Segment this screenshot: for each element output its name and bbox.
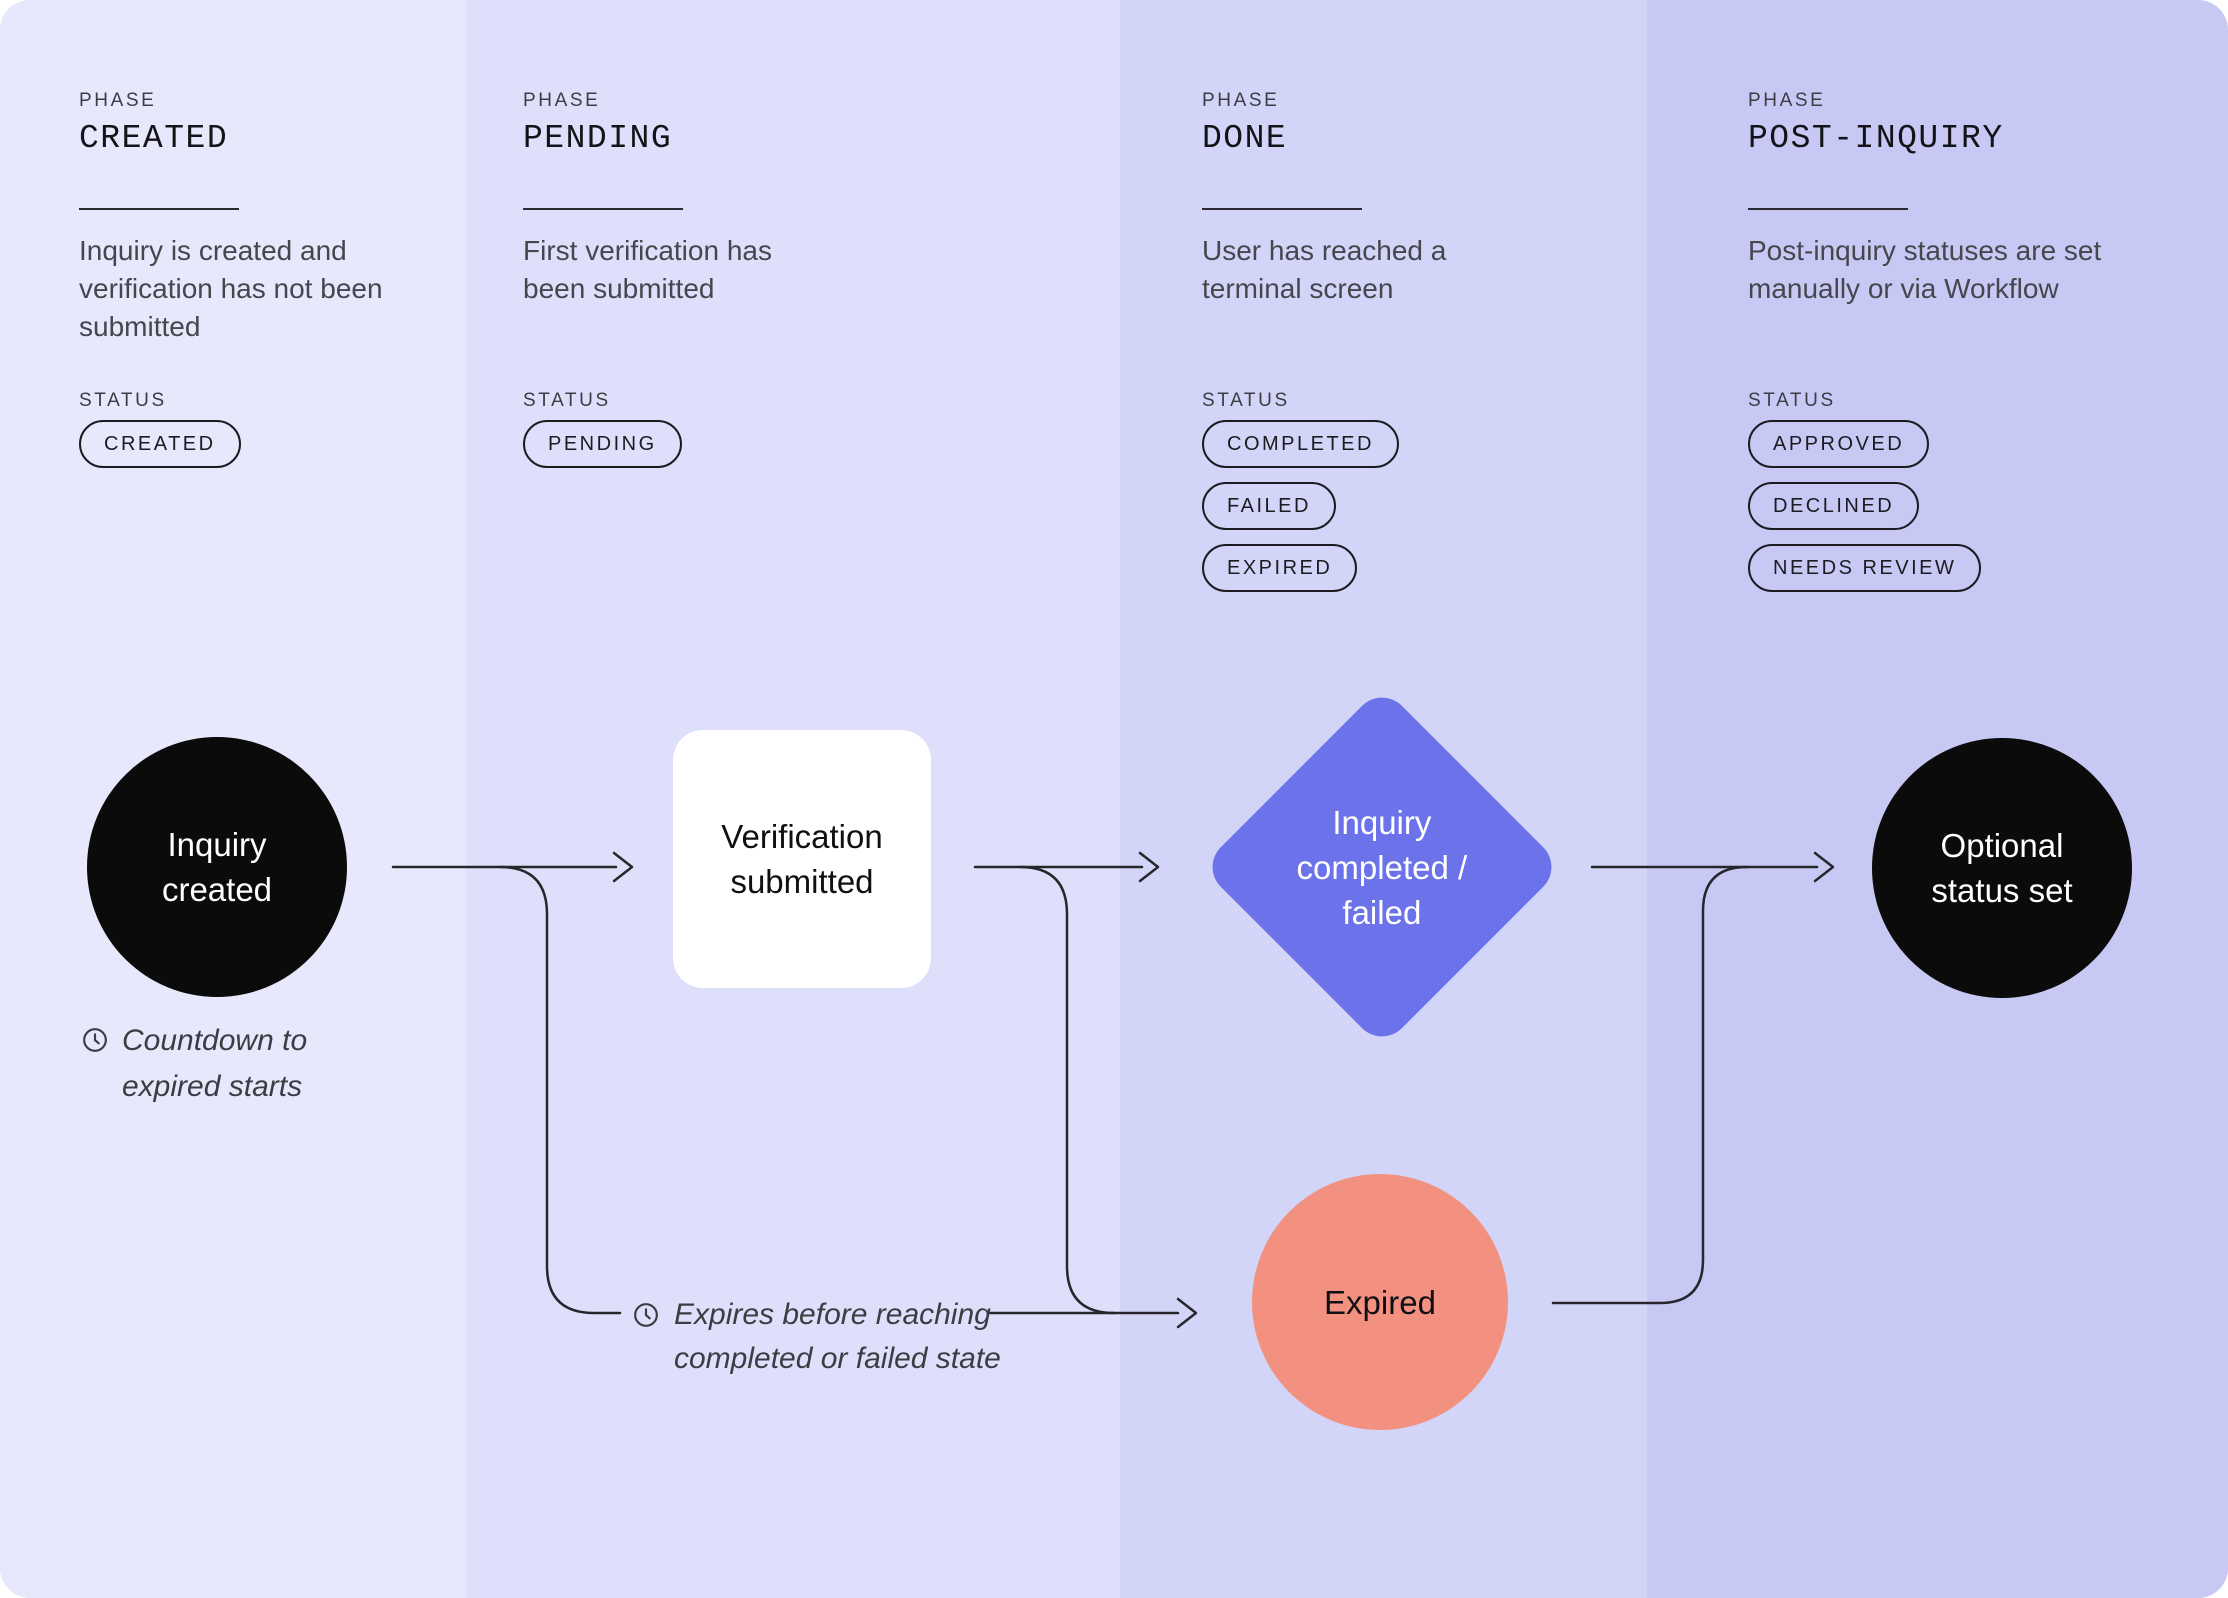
divider <box>79 208 239 210</box>
annotation-line: Countdown to <box>122 1024 308 1057</box>
annotation-expires: Expires before reaching completed or fai… <box>674 1293 1001 1381</box>
flow-node-inquiry-created: Inquiry created <box>87 737 347 997</box>
flow-node-expired: Expired <box>1252 1174 1508 1430</box>
status-pill: COMPLETED <box>1202 420 1399 468</box>
node-label-line: submitted <box>730 863 874 900</box>
phase-name-post-inquiry: POST-INQUIRY <box>1748 120 2004 157</box>
phase-description: Post-inquiry statuses are set manually o… <box>1748 232 2101 308</box>
status-pill: APPROVED <box>1748 420 1930 468</box>
description-line: manually or via Workflow <box>1748 273 2059 304</box>
phase-name-pending: PENDING <box>523 120 673 157</box>
status-pill: FAILED <box>1202 482 1336 530</box>
status-pill-group: CREATED <box>79 420 241 468</box>
description-line: User has reached a <box>1202 235 1447 266</box>
description-line: verification has not been <box>79 273 383 304</box>
description-line: been submitted <box>523 273 715 304</box>
status-label: STATUS <box>523 390 611 411</box>
phase-label: PHASE <box>79 90 157 111</box>
status-pill-group: APPROVED DECLINED NEEDS REVIEW <box>1748 420 1982 592</box>
node-label-line: created <box>161 871 273 908</box>
divider <box>1202 208 1362 210</box>
status-pill: NEEDS REVIEW <box>1748 544 1982 592</box>
status-pill: DECLINED <box>1748 482 1920 530</box>
annotation-line: expired starts <box>122 1070 303 1103</box>
status-label: STATUS <box>1202 390 1290 411</box>
node-label-line: Inquiry <box>167 826 267 863</box>
node-label-line: failed <box>1342 893 1422 931</box>
divider <box>1748 208 1908 210</box>
status-pill-group: COMPLETED FAILED EXPIRED <box>1202 420 1399 592</box>
phase-name-created: CREATED <box>79 120 229 157</box>
status-pill-group: PENDING <box>523 420 682 468</box>
flow-node-optional-status-set: Optional status set <box>1872 738 2132 998</box>
status-label: STATUS <box>1748 390 1836 411</box>
phase-description: Inquiry is created and verification has … <box>79 232 383 346</box>
flow-node-verification-submitted: Verification submitted <box>673 730 931 988</box>
annotation-line: Expires before reaching <box>674 1298 991 1331</box>
phase-description: User has reached a terminal screen <box>1202 232 1446 308</box>
node-label-line: Expired <box>1324 1283 1436 1321</box>
divider <box>523 208 683 210</box>
description-line: First verification has <box>523 235 772 266</box>
annotation-countdown: Countdown to expired starts <box>122 1018 307 1110</box>
clock-icon <box>633 1302 659 1328</box>
node-label-line: Optional <box>1940 827 2064 864</box>
phase-description: First verification has been submitted <box>523 232 772 308</box>
description-line: Inquiry is created and <box>79 235 347 266</box>
node-label: Inquiry completed / failed <box>1297 800 1468 935</box>
phase-label: PHASE <box>1748 90 1826 111</box>
description-line: terminal screen <box>1202 273 1394 304</box>
phase-label: PHASE <box>523 90 601 111</box>
node-label-line: Verification <box>721 818 883 855</box>
annotation-line: completed or failed state <box>674 1342 1001 1375</box>
phase-name-done: DONE <box>1202 120 1288 157</box>
clock-icon <box>82 1027 108 1053</box>
node-label-line: status set <box>1931 872 2073 909</box>
status-label: STATUS <box>79 390 167 411</box>
node-label-line: completed / <box>1296 848 1468 886</box>
status-pill: EXPIRED <box>1202 544 1358 592</box>
node-label-line: Inquiry <box>1332 803 1432 841</box>
status-pill: PENDING <box>523 420 682 468</box>
phase-column-created: PHASE CREATED Inquiry is created and ver… <box>0 0 466 1598</box>
status-pill: CREATED <box>79 420 241 468</box>
description-line: Post-inquiry statuses are set <box>1748 235 2102 266</box>
description-line: submitted <box>79 311 201 342</box>
phase-label: PHASE <box>1202 90 1280 111</box>
